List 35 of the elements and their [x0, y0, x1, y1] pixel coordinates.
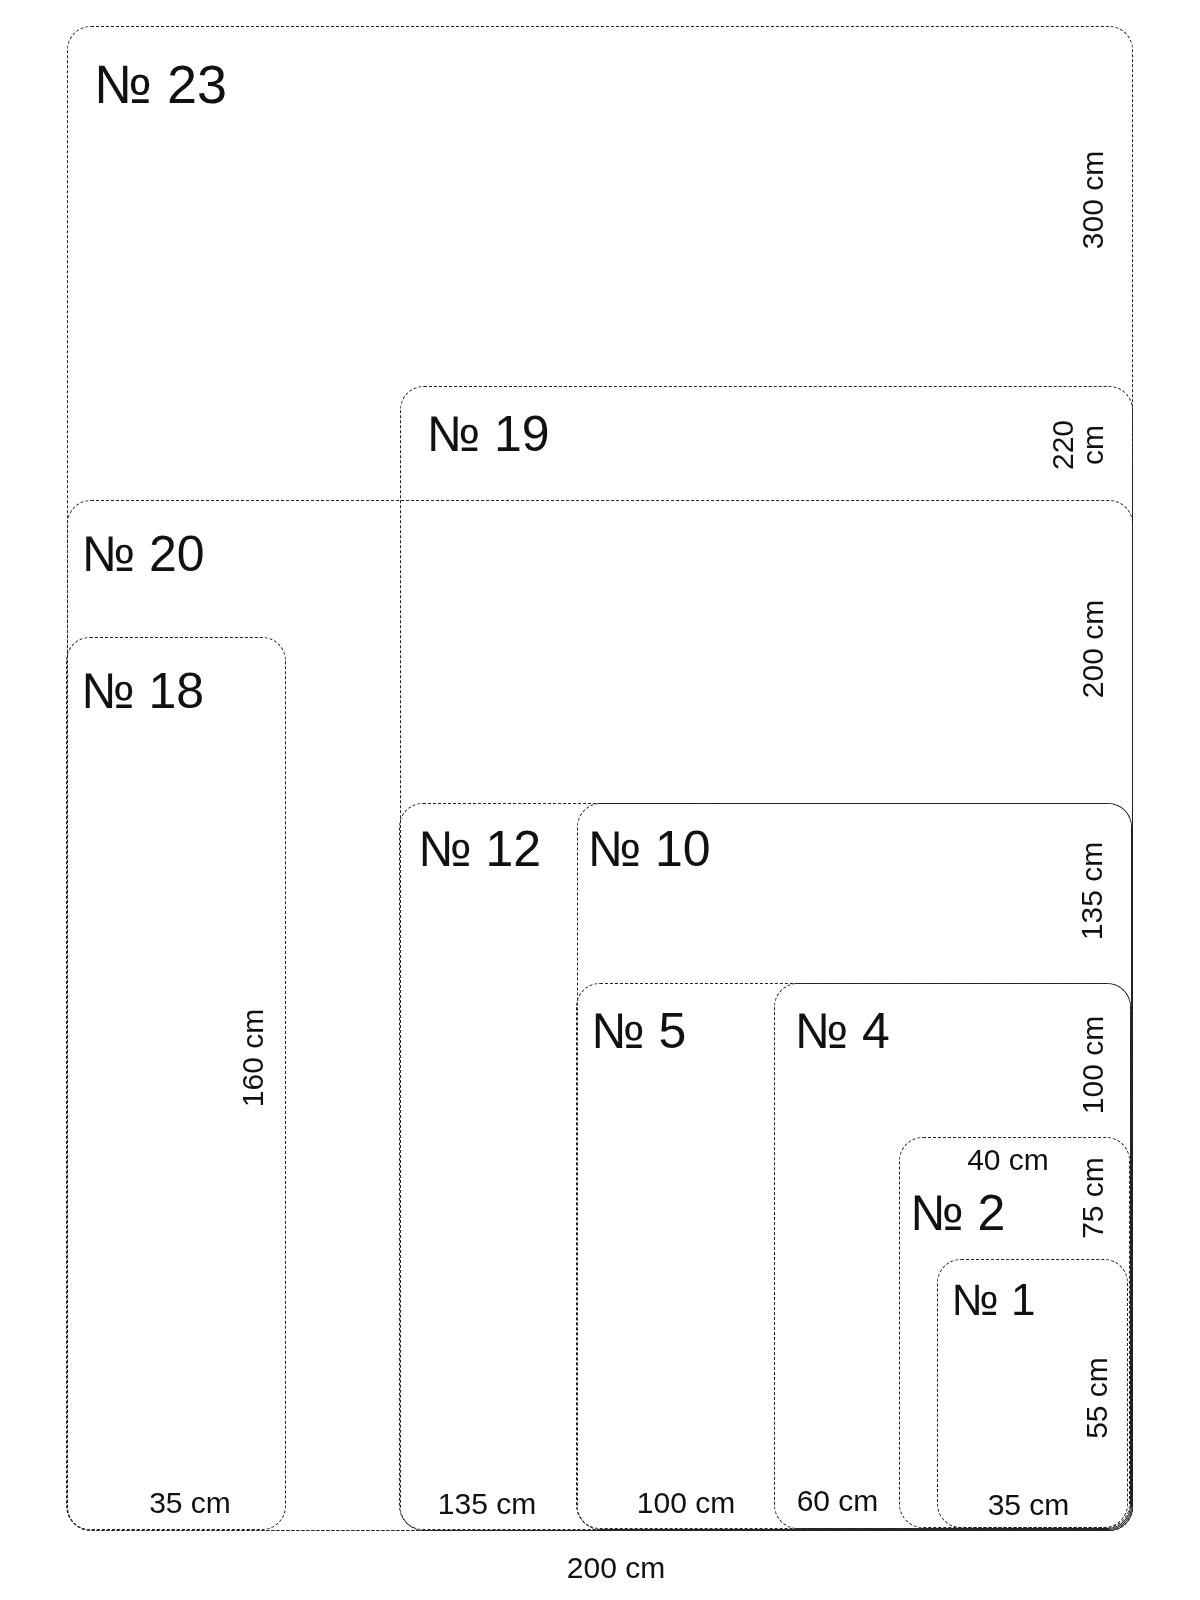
size-outline: [899, 1137, 1130, 1528]
size-outline: [773, 982, 1131, 1529]
dimension-label: 300 cm: [1078, 150, 1108, 250]
dimension-label: 40 cm: [967, 1145, 1049, 1175]
size-number: № 1: [951, 1277, 1036, 1322]
size-number: № 4: [794, 1005, 890, 1056]
dimension-label: 160 cm: [238, 1008, 268, 1108]
dimension-label: 35 cm: [987, 1489, 1070, 1520]
size-outline: [936, 1258, 1128, 1528]
size-outline: [67, 26, 1133, 1531]
size-outline: [399, 385, 1133, 1531]
dimension-label: 75 cm: [1078, 1157, 1108, 1239]
dimension-label: 200 cm: [1077, 599, 1108, 698]
size-number: № 12: [418, 824, 542, 874]
dimension-label: 55 cm: [1081, 1356, 1112, 1439]
size-outline: [576, 802, 1132, 1530]
dimension-label: 200 cm: [566, 1553, 666, 1583]
size-outline: [399, 803, 1132, 1530]
dimension-label: 60 cm: [796, 1485, 879, 1516]
dimension-label: 135 cm: [437, 1489, 537, 1519]
size-outline: [66, 499, 1133, 1531]
dimension-label: 135 cm: [1076, 841, 1107, 940]
size-number: № 2: [910, 1188, 1006, 1238]
size-number: № 5: [591, 1006, 687, 1056]
size-number: № 23: [94, 57, 227, 111]
size-number: № 20: [81, 528, 205, 579]
size-number: № 10: [587, 823, 711, 874]
dimension-label: 35 cm: [149, 1488, 231, 1518]
size-number: № 19: [426, 408, 550, 459]
size-outline: [576, 983, 1131, 1529]
dimension-label: 100 cm: [1077, 1015, 1108, 1114]
size-outline: [66, 637, 286, 1530]
dimension-label: 220 cm: [1047, 418, 1108, 472]
dimension-label: 100 cm: [636, 1488, 736, 1518]
size-number: № 18: [81, 666, 205, 716]
